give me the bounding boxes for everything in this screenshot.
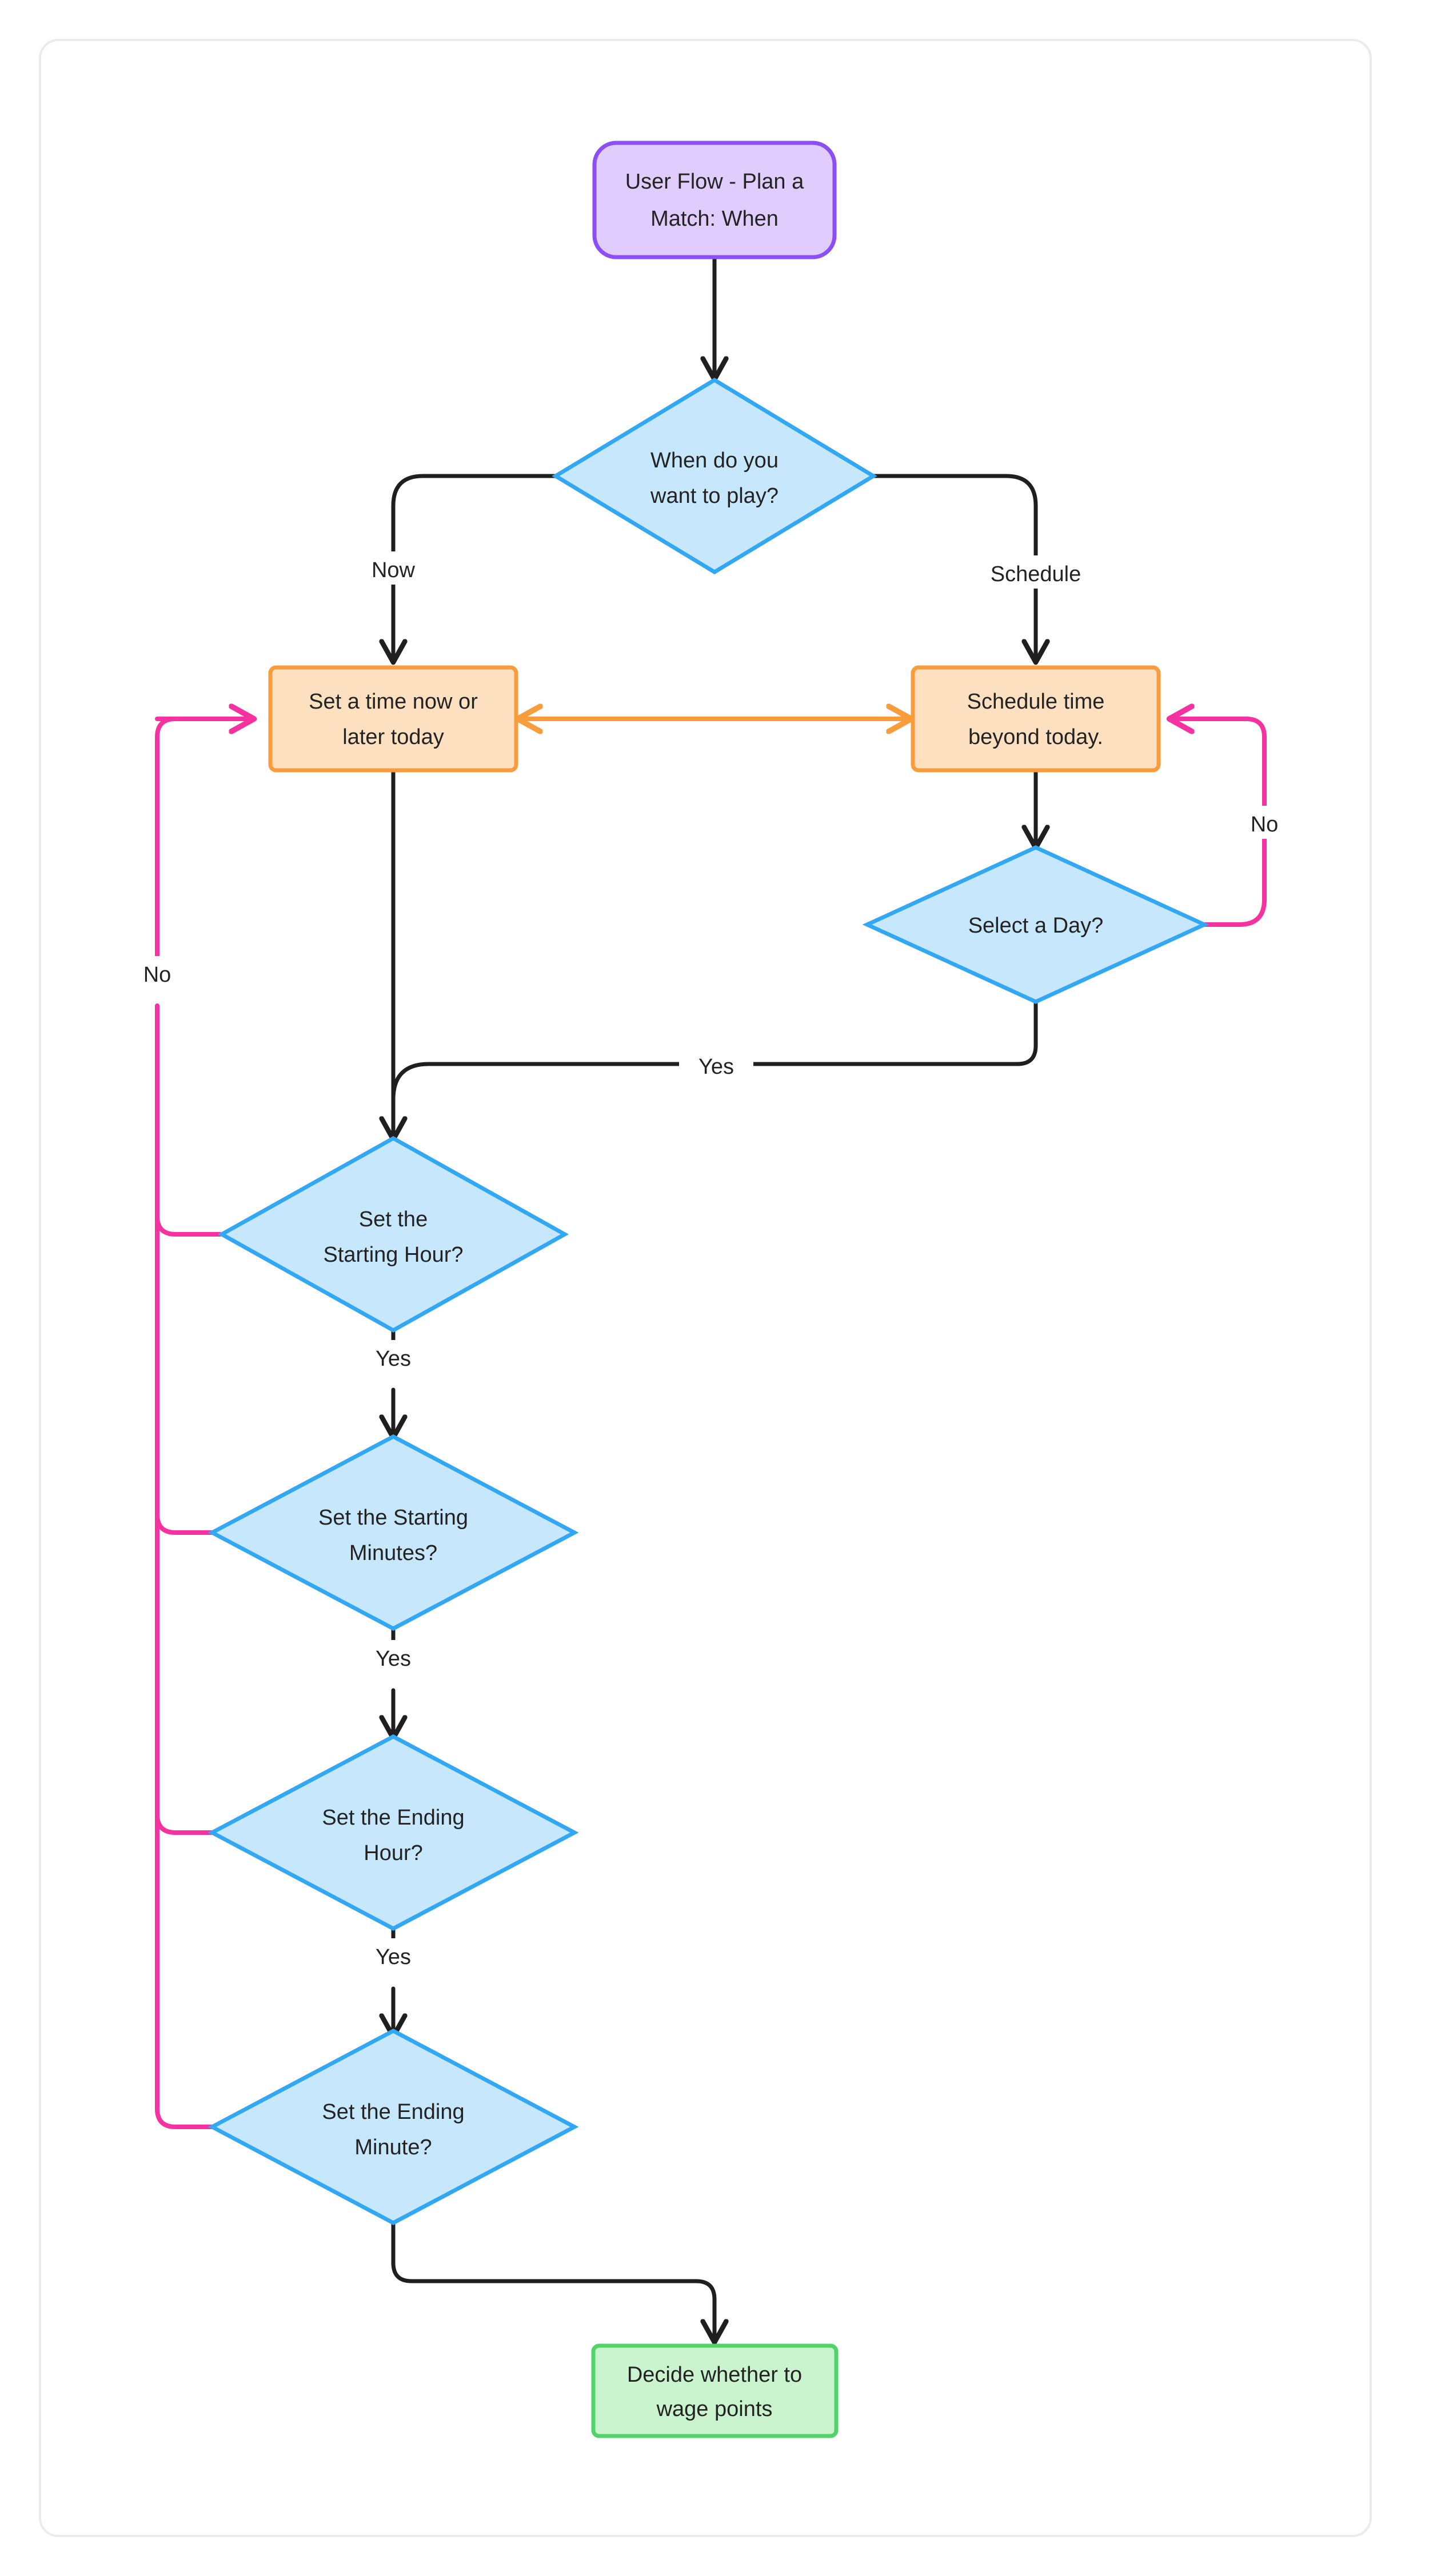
start-label-line1: User Flow - Plan a bbox=[625, 170, 804, 194]
edge-label-now-text: Now bbox=[372, 558, 416, 582]
edge-label-no-left-text: No bbox=[143, 963, 171, 987]
wage-points-label-line2: wage points bbox=[656, 2397, 773, 2421]
label-plate bbox=[357, 551, 432, 585]
wage-points-shape bbox=[591, 2343, 839, 2438]
set-starting-hour-shape bbox=[217, 1135, 569, 1333]
edge-label-yes-endhour: Yes bbox=[357, 1938, 432, 1971]
edge-label-yes-starthour: Yes bbox=[357, 1340, 432, 1373]
select-day-label-line1: Select a Day? bbox=[968, 914, 1104, 938]
edge-label-schedule: Schedule bbox=[979, 555, 1093, 589]
set-ending-hour-label-line2: Hour? bbox=[364, 1841, 423, 1865]
node-schedule-time[interactable]: Schedule time beyond today. bbox=[911, 665, 1161, 773]
start-shape bbox=[592, 141, 837, 259]
set-time-now-label-line2: later today bbox=[342, 725, 444, 749]
set-ending-minute-shape bbox=[207, 2029, 579, 2225]
schedule-time-shape bbox=[911, 665, 1161, 773]
edge-endminute-to-wage bbox=[391, 2197, 714, 2340]
wage-points-label-line1: Decide whether to bbox=[627, 2363, 802, 2387]
edge-label-now: Now bbox=[357, 551, 432, 585]
set-time-now-shape bbox=[268, 665, 518, 773]
edge-label-no-right-text: No bbox=[1251, 813, 1279, 837]
schedule-time-label-line1: Schedule time bbox=[967, 690, 1105, 714]
select-day-shape bbox=[862, 845, 1210, 1004]
label-plate bbox=[357, 1938, 432, 1971]
edge-pink-trunk-bottom bbox=[155, 1003, 217, 2129]
edge-label-no-right: No bbox=[1235, 806, 1295, 839]
edge-label-no-left: No bbox=[127, 956, 187, 989]
edge-label-yes-startminutes-text: Yes bbox=[376, 1647, 411, 1671]
label-plate bbox=[679, 1048, 753, 1081]
edge-label-yes-starthour-text: Yes bbox=[376, 1347, 411, 1371]
set-starting-minutes-label-line1: Set the Starting bbox=[318, 1506, 468, 1530]
node-set-starting-minutes[interactable]: Set the Starting Minutes? bbox=[207, 1434, 579, 1631]
node-wage-points[interactable]: Decide whether to wage points bbox=[591, 2343, 839, 2438]
label-plate bbox=[1235, 806, 1295, 839]
set-starting-hour-label-line1: Set the bbox=[359, 1207, 428, 1231]
start-label-line2: Match: When bbox=[650, 207, 779, 231]
node-set-ending-hour[interactable]: Set the Ending Hour? bbox=[207, 1734, 579, 1931]
set-time-now-label-line1: Set a time now or bbox=[309, 690, 478, 714]
edge-label-yes-selectday: Yes bbox=[679, 1048, 753, 1081]
node-set-starting-hour[interactable]: Set the Starting Hour? bbox=[217, 1135, 569, 1333]
set-ending-hour-label-line1: Set the Ending bbox=[322, 1806, 464, 1830]
edge-label-yes-selectday-text: Yes bbox=[698, 1055, 734, 1079]
when-label-line1: When do you bbox=[650, 449, 779, 473]
set-starting-hour-label-line2: Starting Hour? bbox=[323, 1243, 463, 1267]
node-set-ending-minute[interactable]: Set the Ending Minute? bbox=[207, 2029, 579, 2225]
edge-pink-branch-startminutes bbox=[155, 1512, 222, 1535]
set-ending-minute-label-line1: Set the Ending bbox=[322, 2100, 464, 2124]
label-plate bbox=[357, 1340, 432, 1373]
edge-label-yes-startminutes: Yes bbox=[357, 1640, 432, 1673]
edge-pink-trunk-top bbox=[155, 719, 252, 962]
set-starting-minutes-label-line2: Minutes? bbox=[349, 1541, 437, 1565]
edge-label-schedule-text: Schedule bbox=[991, 562, 1081, 586]
node-select-day[interactable]: Select a Day? bbox=[862, 845, 1210, 1004]
set-starting-minutes-shape bbox=[207, 1434, 579, 1631]
label-plate bbox=[357, 1640, 432, 1673]
label-plate bbox=[127, 956, 187, 989]
edge-pink-branch-endhour bbox=[155, 1812, 222, 1835]
label-plate bbox=[979, 555, 1093, 589]
edge-when-to-schedule bbox=[869, 474, 1036, 660]
node-when[interactable]: When do you want to play? bbox=[552, 377, 877, 575]
node-start[interactable]: User Flow - Plan a Match: When bbox=[592, 141, 837, 259]
when-shape bbox=[552, 377, 877, 575]
edge-pink-branch-starthour bbox=[155, 1214, 222, 1237]
set-ending-minute-label-line2: Minute? bbox=[354, 2135, 432, 2159]
edge-selectday-no-loop bbox=[1172, 719, 1267, 927]
set-ending-hour-shape bbox=[207, 1734, 579, 1931]
edge-when-to-now bbox=[393, 474, 560, 660]
node-set-time-now[interactable]: Set a time now or later today bbox=[268, 665, 518, 773]
when-label-line2: want to play? bbox=[650, 484, 779, 508]
schedule-time-label-line2: beyond today. bbox=[968, 725, 1103, 749]
edge-label-yes-endhour-text: Yes bbox=[376, 1945, 411, 1969]
